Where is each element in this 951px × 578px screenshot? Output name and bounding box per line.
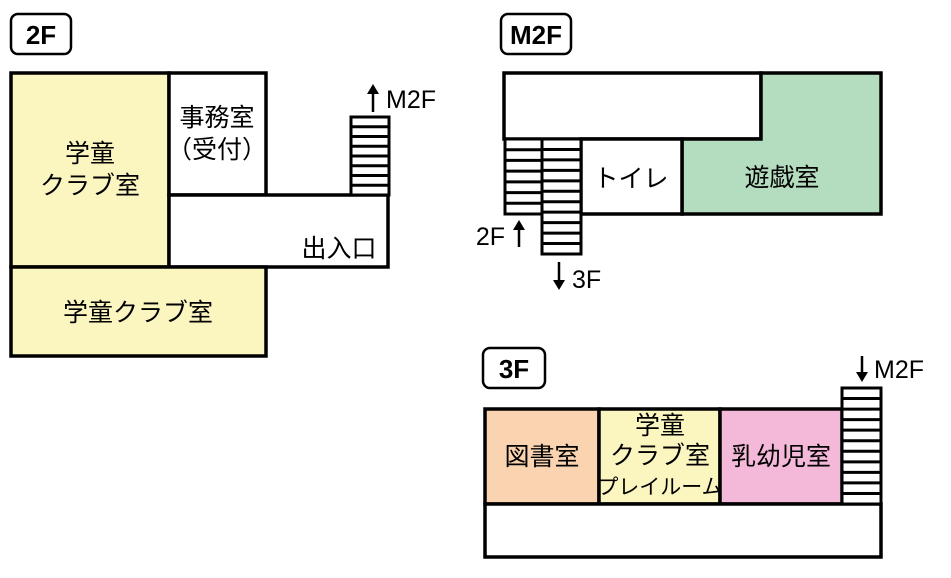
study-club-play-label-2: クラブ室 [610, 441, 710, 470]
play-room-label: 遊戯室 [744, 163, 819, 192]
floor-tag-2f: 2F [9, 12, 73, 56]
study-club-play-label-1: 学童 [635, 411, 685, 440]
down-arrow-icon [856, 372, 868, 382]
entrance-corridor[interactable] [167, 193, 390, 269]
stairs-m2f-to-3f[interactable] [540, 137, 583, 256]
study-club-room-b[interactable] [9, 265, 268, 358]
stairs-3f-down-indicator: M2F [856, 356, 924, 384]
floor-m2f: M2F 遊戯室 トイレ 2F 3F [476, 12, 883, 294]
floor-tag-3f-label: 3F [499, 354, 529, 384]
floor-tag-m2f: M2F [499, 12, 573, 56]
stairs-m2f-from-2f[interactable] [503, 137, 544, 216]
stair-outline [840, 386, 883, 506]
stairs-3f[interactable] [840, 386, 883, 506]
up-arrow-icon [367, 84, 379, 94]
3f-lower-corridor[interactable] [483, 502, 883, 559]
office-room-label-1: 事務室 [179, 103, 254, 132]
down-arrow-icon [553, 280, 565, 290]
stairs-2f-up-label: M2F [386, 86, 436, 114]
office-room-label-2: （受付） [167, 135, 267, 164]
stairs-m2f-up-label: 2F [476, 223, 505, 251]
stairs-2f-up-indicator: M2F [367, 84, 436, 114]
study-club-room-a-label-1: 学童 [65, 139, 115, 168]
stair-outline [540, 137, 583, 256]
floor-3f: 3F 図書室 学童 クラブ室 プレイルーム 乳幼児室 M2F [481, 346, 924, 559]
infant-room-label: 乳幼児室 [731, 442, 831, 471]
stairs-m2f-up-indicator: 2F [476, 220, 525, 251]
study-club-room-b-label: 学童クラブ室 [63, 298, 213, 327]
toilet-label: トイレ [593, 164, 668, 193]
study-club-room-a-label-2: クラブ室 [40, 171, 140, 200]
floor-tag-2f-label: 2F [26, 20, 56, 50]
m2f-upper-space[interactable] [502, 71, 763, 141]
study-club-play-label-3: プレイルーム [597, 475, 722, 499]
stairs-2f[interactable] [349, 115, 391, 197]
library-label: 図書室 [504, 442, 579, 471]
office-room[interactable] [167, 71, 268, 197]
floor-2f: 2F 学童 クラブ室 事務室 （受付） 出入口 学童クラブ室 M2F [9, 12, 436, 358]
study-club-room-a[interactable] [9, 71, 171, 269]
up-arrow-icon [513, 220, 525, 230]
stairs-m2f-down-indicator: 3F [553, 262, 601, 294]
stairs-3f-down-label: M2F [874, 356, 924, 384]
stairs-m2f-down-label: 3F [572, 266, 601, 294]
toilet-room[interactable] [579, 137, 684, 216]
entrance-label: 出入口 [301, 234, 376, 263]
study-club-play-room[interactable] [597, 407, 722, 506]
floor-tag-3f: 3F [481, 346, 547, 390]
floor-tag-m2f-label: M2F [510, 20, 562, 50]
